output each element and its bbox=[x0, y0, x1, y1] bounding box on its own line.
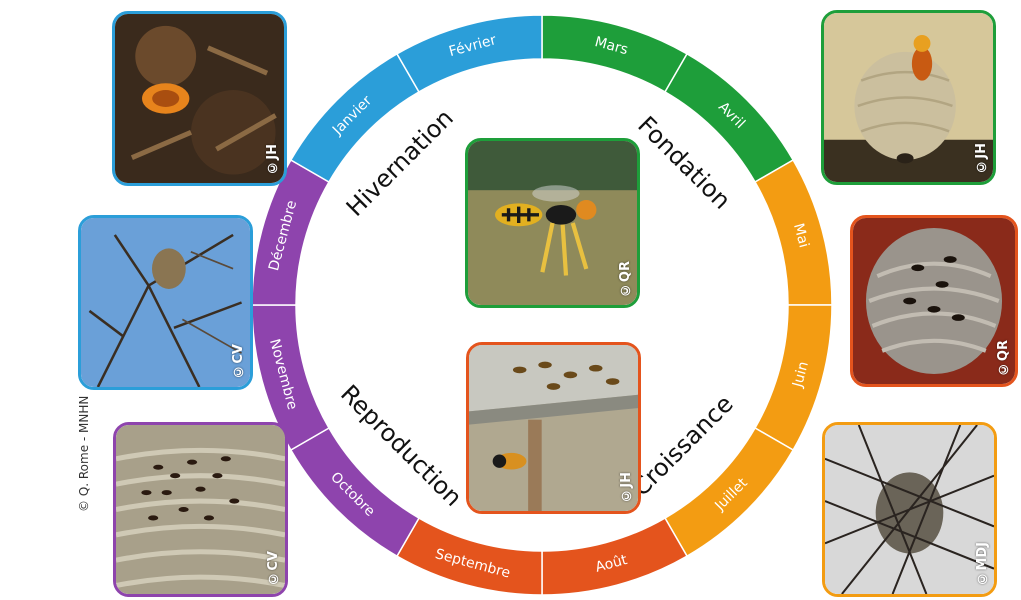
copyright-credit: © Q. Rome - MNHN bbox=[77, 396, 91, 512]
photo-credit: ©JH bbox=[265, 144, 280, 175]
photo-hibernating-queen: ©JH bbox=[112, 11, 287, 186]
photo-nest-in-branches: ©MDJ bbox=[822, 422, 997, 597]
photo-credit: ©JH bbox=[974, 143, 989, 174]
photo-credit: ©CV bbox=[231, 344, 246, 379]
photo-credit: ©JH bbox=[619, 472, 634, 503]
photo-credit: ©MDJ bbox=[975, 542, 990, 586]
photo-credit: ©QR bbox=[618, 261, 633, 297]
photo-large-nest-with-hornets: ©CV bbox=[113, 422, 288, 597]
photo-hornet-hunting-bees: ©JH bbox=[466, 342, 641, 514]
photo-hornet-in-flight: ©QR bbox=[465, 138, 640, 308]
photo-growing-nest: ©QR bbox=[850, 215, 1018, 387]
photo-credit: ©CV bbox=[266, 551, 281, 586]
photo-founding-queen-nest: ©JH bbox=[821, 10, 996, 185]
photo-nest-in-tree: ©CV bbox=[78, 215, 253, 390]
photo-credit: ©QR bbox=[996, 340, 1011, 376]
